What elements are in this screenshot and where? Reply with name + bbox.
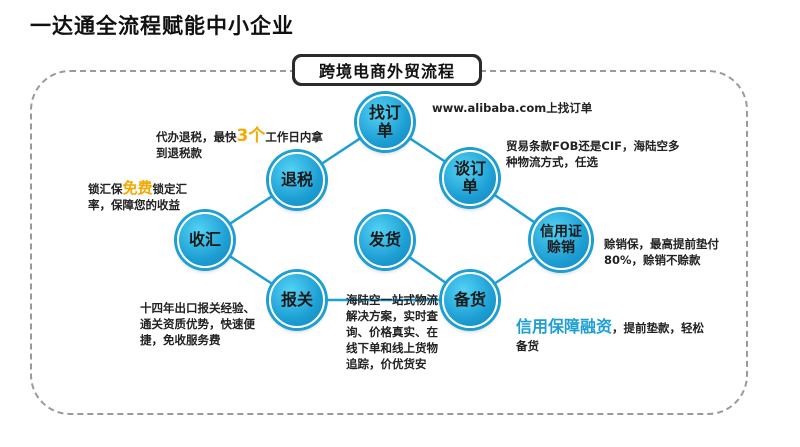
note-tax-refund-highlight: 3个 xyxy=(236,126,266,146)
note-find-order-text: www.alibaba.com上找订单 xyxy=(432,101,593,115)
node-find-order-label: 找订单 xyxy=(368,103,401,140)
node-find-order[interactable]: 找订单 xyxy=(357,94,413,150)
note-tax-refund-post: 工作日内拿到退税款 xyxy=(156,130,323,160)
note-customs: 十四年出口报关经验、通关资质优势，快速便捷，免收服务费 xyxy=(140,300,266,348)
note-tax-refund-pre: 代办退税，最快 xyxy=(156,130,237,144)
node-tax-refund[interactable]: 退税 xyxy=(269,152,325,208)
node-negotiate-label: 谈订单 xyxy=(453,159,486,196)
note-prepare-goods: 信用保障融资，提前垫款，轻松备货 xyxy=(516,318,706,355)
node-settlement-label: 收汇 xyxy=(188,230,221,249)
note-prepare-goods-rest: ，提前垫款，轻松备货 xyxy=(516,321,705,353)
note-ship-text: 海陆空一站式物流解决方案，实时查询、价格真实、在线下单和线上货物追踪，价优货安 xyxy=(346,293,438,371)
node-settlement[interactable]: 收汇 xyxy=(177,212,233,268)
page-title: 一达通全流程赋能中小企业 xyxy=(30,14,294,38)
node-customs[interactable]: 报关 xyxy=(269,272,325,328)
node-ship-label: 发货 xyxy=(368,230,401,249)
node-prepare-goods[interactable]: 备货 xyxy=(442,272,498,328)
note-prepare-goods-highlight: 信用保障融资 xyxy=(516,317,613,336)
node-credit-insurance-label: 信用证赊销 xyxy=(540,224,582,256)
process-banner: 跨境电商外贸流程 xyxy=(292,54,482,86)
note-credit-insurance: 赊销保，最高提前垫付80%，赊销不赊款 xyxy=(604,236,742,268)
note-find-order: www.alibaba.com上找订单 xyxy=(432,100,632,116)
node-customs-label: 报关 xyxy=(280,290,313,309)
node-negotiate[interactable]: 谈订单 xyxy=(442,150,498,206)
node-credit-insurance[interactable]: 信用证赊销 xyxy=(531,210,591,270)
node-ship[interactable]: 发货 xyxy=(357,212,413,268)
note-tax-refund: 代办退税，最快3个工作日内拿到退税款 xyxy=(156,128,334,161)
node-tax-refund-label: 退税 xyxy=(280,170,313,189)
note-settlement-post: 锁定汇率，保障您的收益 xyxy=(88,182,188,212)
note-negotiate-text: 贸易条款FOB还是CIF，海陆空多种物流方式，任选 xyxy=(506,139,680,169)
note-settlement: 锁汇保免费锁定汇率，保障您的收益 xyxy=(88,180,204,213)
banner-title: 跨境电商外贸流程 xyxy=(295,57,479,83)
note-negotiate: 贸易条款FOB还是CIF，海陆空多种物流方式，任选 xyxy=(506,138,682,170)
note-credit-insurance-text: 赊销保，最高提前垫付80%，赊销不赊款 xyxy=(604,237,719,267)
note-ship: 海陆空一站式物流解决方案，实时查询、价格真实、在线下单和线上货物追踪，价优货安 xyxy=(346,292,442,372)
note-settlement-highlight: 免费 xyxy=(122,179,153,197)
note-settlement-pre: 锁汇保 xyxy=(88,182,123,196)
note-customs-text: 十四年出口报关经验、通关资质优势，快速便捷，免收服务费 xyxy=(140,301,255,347)
node-prepare-goods-label: 备货 xyxy=(453,290,486,309)
